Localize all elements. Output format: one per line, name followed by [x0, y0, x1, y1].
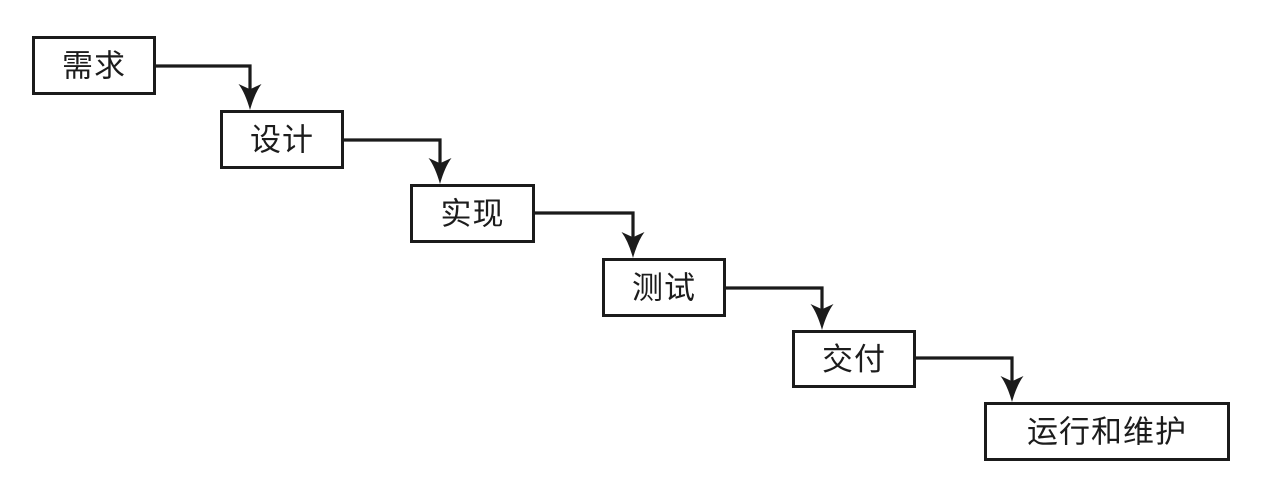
arrow-head-icon — [621, 232, 645, 258]
connector-requirements-to-design — [156, 64, 262, 110]
arrow-head-icon — [810, 304, 834, 330]
arrow-head-icon — [428, 158, 452, 184]
node-design[interactable]: 设计 — [220, 110, 344, 169]
connector-implementation-to-testing — [535, 211, 645, 258]
node-box[interactable] — [32, 36, 156, 95]
connector-line — [344, 138, 442, 170]
connector-line — [916, 356, 1014, 388]
node-label: 运行和维护 — [1027, 415, 1187, 451]
node-requirements[interactable]: 需求 — [32, 36, 156, 95]
connector-design-to-implementation — [344, 138, 452, 184]
connector-line — [535, 211, 635, 244]
connectors-layer — [156, 64, 1024, 402]
node-label: 测试 — [632, 271, 696, 307]
node-label: 设计 — [250, 123, 314, 159]
connector-line — [726, 286, 824, 316]
node-box[interactable] — [792, 330, 916, 388]
node-implementation[interactable]: 实现 — [410, 184, 535, 243]
node-box[interactable] — [984, 402, 1230, 461]
node-label: 需求 — [62, 49, 126, 85]
connector-delivery-to-operation — [916, 356, 1024, 402]
node-label: 实现 — [441, 197, 505, 233]
node-box[interactable] — [602, 258, 726, 317]
node-operation-maintenance[interactable]: 运行和维护 — [984, 402, 1230, 461]
connector-testing-to-delivery — [726, 286, 834, 330]
node-label: 交付 — [822, 342, 886, 378]
node-testing[interactable]: 测试 — [602, 258, 726, 317]
arrow-head-icon — [1000, 376, 1024, 402]
node-delivery[interactable]: 交付 — [792, 330, 916, 388]
node-box[interactable] — [220, 110, 344, 169]
node-box[interactable] — [410, 184, 535, 243]
connector-line — [156, 64, 252, 96]
arrow-head-icon — [238, 84, 262, 110]
